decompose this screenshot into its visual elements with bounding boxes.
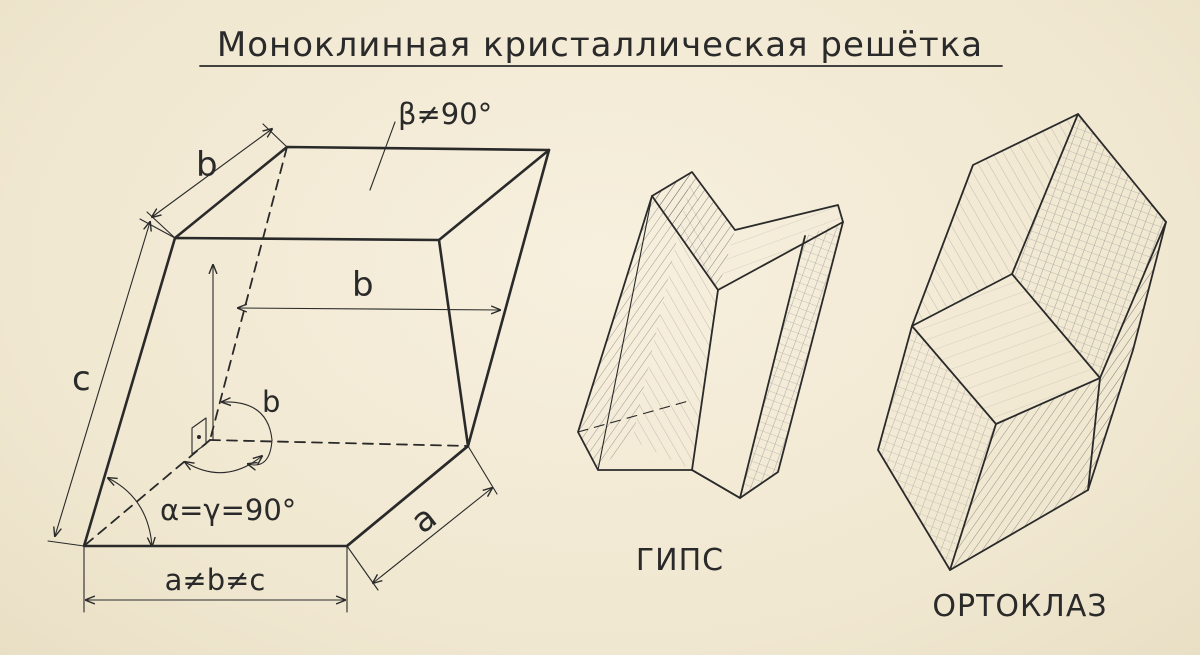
angle-arc-alpha-gamma bbox=[108, 478, 152, 546]
orthoclase-edge bbox=[911, 273, 1013, 327]
extension-line bbox=[47, 540, 85, 547]
orthoclase-edge bbox=[1011, 113, 1079, 275]
dimension-c bbox=[55, 222, 150, 536]
beta-leader-line bbox=[369, 121, 396, 191]
dimension-a bbox=[373, 488, 492, 583]
gypsum-edge bbox=[691, 469, 741, 499]
gypsum-top-left-face bbox=[652, 172, 735, 290]
page-title: Моноклинная кристаллическая решётка bbox=[217, 25, 983, 65]
label-angle-b: b bbox=[262, 385, 280, 419]
orthoclase-caption: ОРТОКЛАЗ bbox=[932, 589, 1107, 624]
right-angle-dot bbox=[197, 435, 201, 439]
label-b-inner: b bbox=[352, 265, 374, 305]
extension-line bbox=[467, 445, 498, 495]
right-angle-mark bbox=[191, 417, 207, 455]
orthoclase-edge bbox=[1099, 221, 1167, 379]
orthoclase-edge bbox=[949, 423, 997, 571]
gypsum-left-face bbox=[578, 172, 692, 470]
label-c: c bbox=[72, 359, 91, 399]
dimension-b-inner bbox=[238, 308, 500, 310]
gypsum-outline bbox=[577, 171, 844, 499]
hidden-edge-back-bottom bbox=[209, 439, 469, 447]
lattice-top-face bbox=[173, 145, 551, 242]
label-a: a bbox=[403, 497, 444, 541]
gypsum-hidden-edge bbox=[577, 399, 693, 433]
orthoclase-lower-left-face bbox=[878, 326, 996, 570]
label-alpha-gamma: α=γ=90° bbox=[160, 493, 296, 527]
gypsum-top-right-face bbox=[718, 205, 843, 290]
orthoclase-lower-right-face bbox=[950, 378, 1100, 570]
extension-line bbox=[262, 123, 288, 148]
gypsum-edge bbox=[597, 195, 653, 471]
label-b-top: b bbox=[196, 145, 218, 185]
extension-line bbox=[146, 211, 176, 239]
orthoclase-top-left-face bbox=[912, 114, 1078, 326]
gypsum-edge bbox=[717, 221, 844, 291]
gypsum-caption: ГИПС bbox=[636, 543, 724, 578]
orthoclase-edge bbox=[1011, 273, 1101, 379]
orthoclase-edge bbox=[995, 377, 1101, 425]
gypsum-right-face bbox=[740, 222, 843, 498]
lattice-front-face bbox=[82, 236, 470, 548]
orthoclase-edge bbox=[1087, 377, 1101, 491]
lattice-right-edge bbox=[345, 148, 551, 548]
gypsum-edge bbox=[651, 195, 719, 291]
gypsum-crystal: ГИПС bbox=[577, 171, 844, 578]
extension-line bbox=[346, 545, 379, 591]
gypsum-edge bbox=[691, 289, 719, 471]
orthoclase-right-face bbox=[1088, 222, 1166, 490]
orthoclase-crystal: ОРТОКЛАЗ bbox=[877, 113, 1167, 624]
label-beta: β≠90° bbox=[398, 97, 492, 131]
gypsum-edge bbox=[739, 235, 806, 499]
extension-line bbox=[139, 218, 176, 239]
orthoclase-edge bbox=[911, 325, 997, 425]
orthoclase-middle-face bbox=[912, 274, 1100, 424]
label-relation: a≠b≠c bbox=[165, 563, 266, 597]
angle-arc-lower bbox=[185, 456, 262, 474]
dimension-b-top bbox=[152, 129, 272, 217]
lattice-box: b c b b β≠90° α=γ=90° a a≠b≠c bbox=[47, 97, 551, 613]
